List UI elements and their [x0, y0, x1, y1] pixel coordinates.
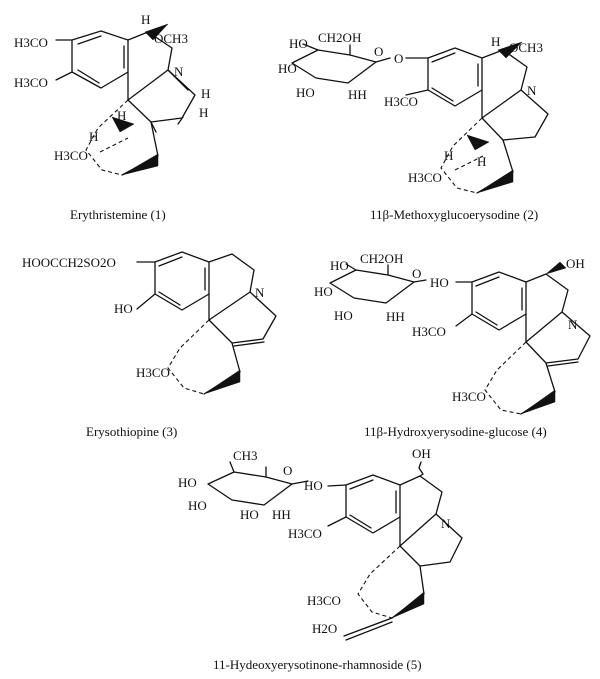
compound-4-label-6: O — [412, 266, 421, 281]
compound-5-label-1: CH3 — [233, 448, 258, 463]
compound-2-label-12: H3CO — [408, 170, 442, 185]
compound-2-label-6: O — [374, 44, 383, 59]
compound-5-label-10: N — [441, 516, 451, 531]
compound-3-label-2: HO — [114, 301, 133, 316]
compound-4-label-7: HO — [430, 275, 449, 290]
compound-4-caption: 11β-Hydroxyerysodine-glucose (4) — [364, 424, 547, 439]
compound-2-label-9: OCH3 — [509, 40, 543, 55]
compound-2-label-8: H — [491, 34, 500, 49]
compound-2-label-3: HO — [278, 61, 297, 76]
compound-4-label-9: H3CO — [412, 324, 446, 339]
compound-2-label-2: HO — [289, 36, 308, 51]
compound-1-caption: Erythristemine (1) — [70, 207, 166, 222]
compound-5-label-12: H2O — [312, 621, 337, 636]
compound-1-label-9: H — [89, 129, 98, 144]
compound-1-label-4: OCH3 — [154, 31, 188, 46]
compound-2-label-11: N — [527, 83, 537, 98]
compound-4-label-1: CH2OH — [360, 251, 403, 266]
compound-5-label-11: H3CO — [307, 593, 341, 608]
compound-2-label-10: H3CO — [384, 94, 418, 109]
compound-2-label-5: HH — [348, 87, 367, 102]
compound-1-label-2: H3CO — [14, 75, 48, 90]
compound-1-label-10: H — [117, 108, 126, 123]
compound-5-label-9: H3CO — [288, 526, 322, 541]
compound-4-label-8: OH — [566, 256, 585, 271]
compound-1-label-7: H — [199, 105, 208, 120]
compound-2-label-13: H — [444, 148, 453, 163]
compound-2-label-14: H — [477, 154, 486, 169]
compound-3-label-4: H3CO — [136, 365, 170, 380]
compound-5-label-2: HO — [178, 475, 197, 490]
compound-2-structure — [291, 41, 549, 194]
compound-5-label-7: HO — [304, 478, 323, 493]
compound-1-label-8: H3CO — [54, 148, 88, 163]
compound-1-label-5: N — [174, 64, 184, 79]
compound-1-label-6: H — [201, 86, 210, 101]
compound-3-structure — [136, 251, 277, 395]
compound-5-label-5: HH — [272, 507, 291, 522]
compound-5-structure — [207, 461, 463, 641]
compound-1-structure — [55, 23, 196, 176]
compound-5-label-8: OH — [412, 446, 431, 461]
compound-4-label-11: H3CO — [452, 389, 486, 404]
compound-2-caption: 11β-Methoxyglucoerysodine (2) — [370, 207, 538, 222]
compound-5-label-3: HO — [188, 498, 207, 513]
compound-5-caption: 11-Hydeoxyerysotinone-rhamnoside (5) — [213, 657, 422, 672]
compound-4-label-4: HO — [334, 308, 353, 323]
compound-3-label-1: HOOCCH2SO2O — [22, 255, 116, 270]
compound-1-label-3: H — [141, 12, 150, 27]
compound-5-label-4: HO — [240, 507, 259, 522]
compound-3-caption: Erysothiopine (3) — [86, 424, 177, 439]
compound-4-label-3: HO — [314, 284, 333, 299]
compound-5-label-6: O — [283, 463, 292, 478]
compound-2-label-1: CH2OH — [318, 30, 361, 45]
compound-2-label-4: HO — [296, 85, 315, 100]
compound-4-label-2: HO — [330, 258, 349, 273]
compound-4-label-5: HH — [386, 309, 405, 324]
compound-3-label-3: N — [255, 285, 265, 300]
compound-4-structure — [329, 261, 591, 415]
compound-4-label-10: N — [568, 317, 578, 332]
compound-2-label-7: O — [394, 51, 403, 66]
compound-1-label-1: H3CO — [14, 35, 48, 50]
